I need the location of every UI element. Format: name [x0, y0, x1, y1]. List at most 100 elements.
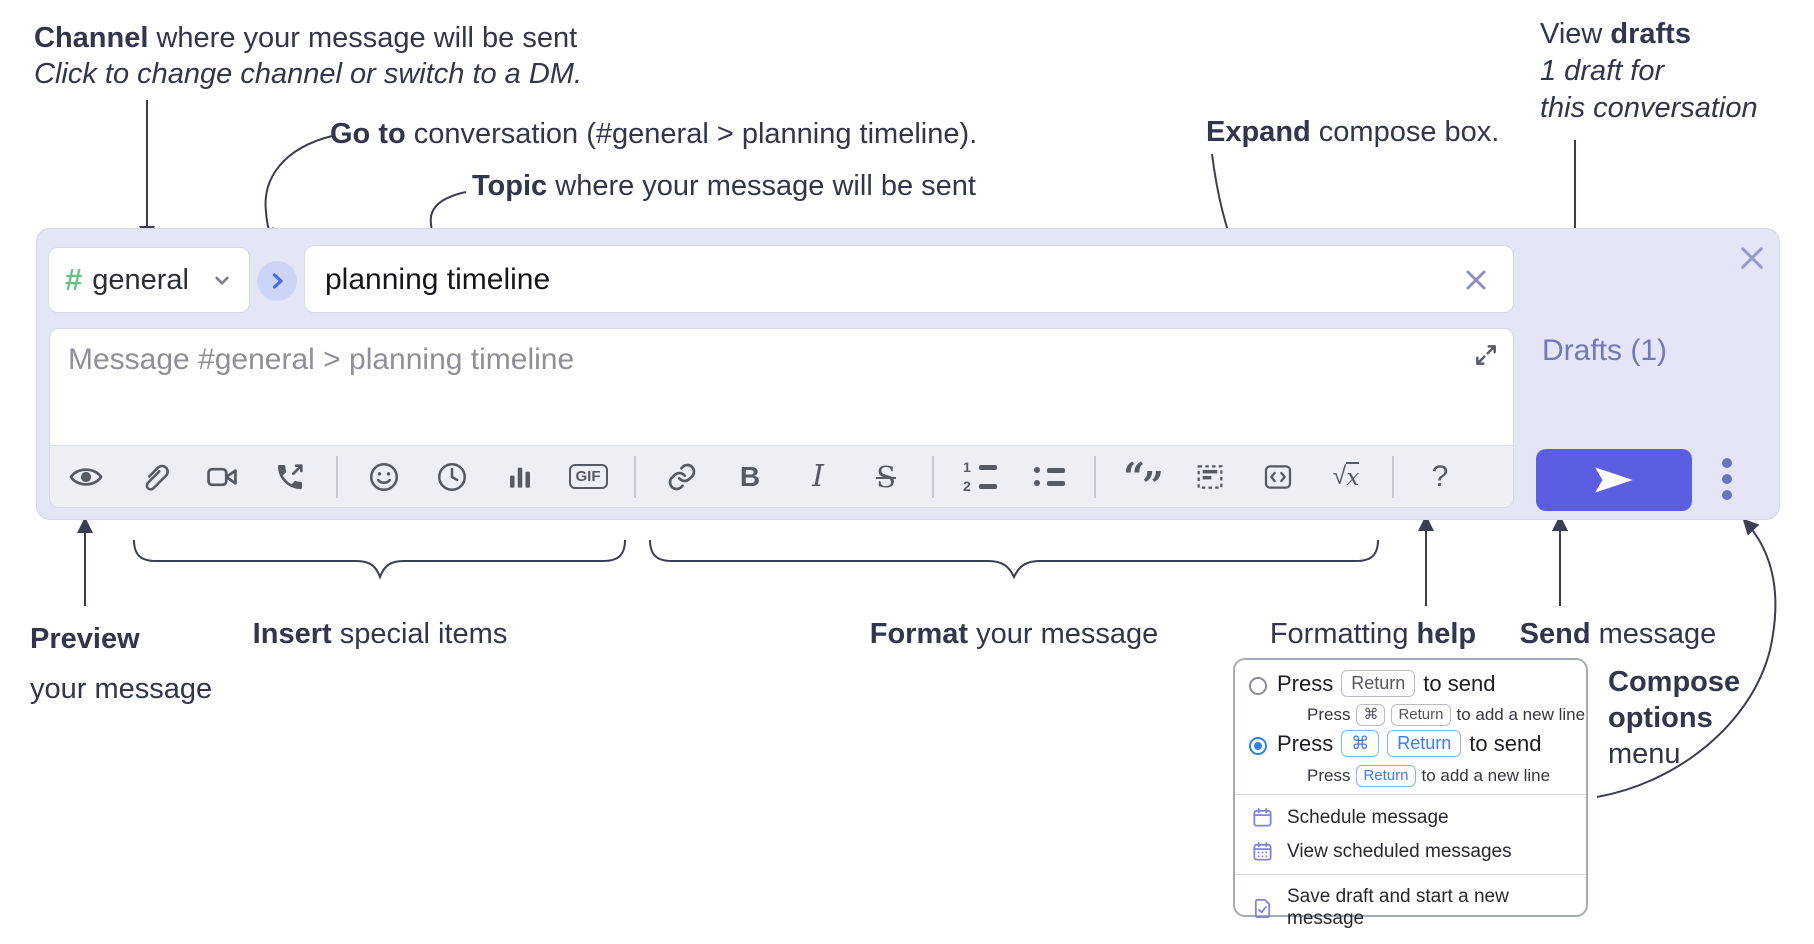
calendar-dots-icon	[1253, 841, 1272, 861]
formatting-help-annotation: Formatting help	[1173, 616, 1573, 652]
formatting-help-pre: Formatting	[1269, 618, 1417, 650]
link-button[interactable]	[659, 454, 705, 500]
math-button[interactable]: √x	[1323, 454, 1369, 500]
return-key: Return	[1356, 765, 1416, 787]
compose-options-line3: menu	[1608, 738, 1681, 770]
compose-options-menu: Press Return to send Press ⌘ Return to a…	[1233, 658, 1588, 929]
toolbar-separator	[634, 455, 636, 498]
channel-name: general	[92, 263, 189, 296]
formatting-help-button[interactable]: ?	[1417, 454, 1463, 500]
message-input[interactable]	[50, 329, 1515, 446]
preview-annotation: Preview your message	[30, 614, 212, 714]
return-key: Return	[1391, 704, 1451, 726]
menu-divider	[1235, 874, 1586, 875]
preview-annotation-line2: your message	[30, 673, 213, 705]
gif-icon: GIF	[568, 464, 608, 489]
calendar-icon	[1253, 807, 1272, 827]
view-drafts-bold: drafts	[1610, 18, 1691, 50]
preview-annotation-bold: Preview	[30, 623, 140, 655]
topic-annotation-rest: where your message will be sent	[547, 170, 976, 202]
channel-selector[interactable]: # general	[48, 247, 250, 313]
option1-sub-pre: Press	[1307, 705, 1351, 724]
view-drafts-pre: View	[1540, 18, 1611, 50]
dot	[1722, 490, 1732, 500]
option-cmd-return-to-send[interactable]: Press ⌘ Return to send	[1277, 730, 1541, 757]
insert-brace	[133, 539, 626, 580]
radio-cmd-return-to-send[interactable]	[1249, 737, 1267, 755]
goto-annotation: Go to conversation (#general > planning …	[330, 116, 977, 152]
gif-button[interactable]: GIF	[565, 454, 611, 500]
ol-number-1: 1	[963, 459, 971, 475]
option1-subtext: Press ⌘ Return to add a new line	[1307, 704, 1585, 726]
topic-annotation-bold: Topic	[472, 170, 548, 202]
bar-chart-icon	[510, 467, 530, 488]
view-scheduled-messages-item[interactable]: View scheduled messages	[1251, 840, 1512, 863]
preview-button[interactable]	[63, 454, 109, 500]
topic-annotation: Topic where your message will be sent	[472, 168, 976, 204]
code-button[interactable]	[1255, 454, 1301, 500]
close-icon	[1741, 247, 1763, 269]
drafts-link[interactable]: Drafts (1)	[1542, 334, 1668, 367]
send-annotation-bold: Send	[1519, 618, 1591, 650]
strikethrough-button[interactable]: S	[863, 454, 909, 500]
compose-options-annotation: Compose options menu	[1608, 664, 1740, 772]
link-icon	[668, 463, 696, 490]
smiley-icon	[369, 462, 399, 491]
clear-topic-button[interactable]	[1460, 264, 1492, 296]
numbered-list-button[interactable]: 1 2	[957, 454, 1003, 500]
cmd-key: ⌘	[1356, 704, 1386, 726]
attach-file-button[interactable]	[131, 454, 177, 500]
italic-button[interactable]: I	[795, 454, 841, 500]
option2-sub-post: to add a new line	[1421, 766, 1551, 785]
go-to-conversation-button[interactable]	[257, 261, 297, 301]
chevron-right-icon	[272, 273, 283, 289]
format-annotation: Format your message	[814, 616, 1214, 652]
message-area: GIF B I S 1 2	[49, 328, 1515, 508]
toolbar-separator	[1094, 455, 1096, 498]
quote-close: ”	[1142, 462, 1164, 508]
view-drafts-annotation: View drafts 1 draft for this conversatio…	[1540, 16, 1758, 127]
video-camera-icon	[207, 467, 237, 486]
emoji-button[interactable]	[361, 454, 407, 500]
schedule-message-label: Schedule message	[1287, 806, 1449, 828]
toolbar-separator	[336, 455, 338, 498]
send-annotation: Send message	[1468, 616, 1768, 652]
expand-compose-button[interactable]	[1468, 337, 1504, 373]
option-return-to-send[interactable]: Press Return to send	[1277, 670, 1495, 697]
quote-button[interactable]: “”	[1119, 453, 1165, 508]
option1-post: to send	[1423, 670, 1496, 696]
option2-pre: Press	[1277, 730, 1334, 756]
topic-input[interactable]	[323, 246, 1447, 314]
option2-subtext: Press Return to add a new line	[1307, 765, 1550, 787]
radio-return-to-send[interactable]	[1249, 677, 1267, 695]
expand-icon	[1476, 345, 1496, 365]
compose-options-button[interactable]	[1713, 450, 1741, 508]
send-button[interactable]	[1536, 449, 1692, 511]
bold-button[interactable]: B	[727, 454, 773, 500]
spoiler-button[interactable]	[1187, 454, 1233, 500]
phone-outgoing-icon	[278, 463, 303, 489]
ol-number-2: 2	[963, 478, 971, 494]
schedule-message-item[interactable]: Schedule message	[1251, 806, 1449, 829]
bulleted-list-button[interactable]	[1025, 454, 1071, 500]
math-x-glyph: x	[1346, 462, 1360, 491]
channel-annotation-line2: Click to change channel or switch to a D…	[34, 58, 583, 90]
audio-call-button[interactable]	[267, 454, 313, 500]
cmd-key: ⌘	[1341, 730, 1380, 757]
video-call-button[interactable]	[199, 454, 245, 500]
quote-open: “	[1123, 453, 1145, 499]
format-brace	[649, 539, 1379, 580]
view-drafts-line3: this conversation	[1540, 92, 1758, 124]
channel-annotation: Channel where your message will be sent …	[34, 20, 582, 92]
spoiler-icon	[1197, 464, 1223, 489]
save-draft-item[interactable]: Save draft and start a new message	[1251, 886, 1586, 930]
schedule-time-button[interactable]	[429, 454, 475, 500]
close-compose-button[interactable]	[1734, 240, 1770, 276]
eye-icon	[69, 467, 103, 486]
channel-annotation-bold: Channel	[34, 22, 149, 54]
send-icon	[1595, 467, 1633, 493]
poll-button[interactable]	[497, 454, 543, 500]
channel-annotation-rest: where your message will be sent	[148, 22, 578, 54]
